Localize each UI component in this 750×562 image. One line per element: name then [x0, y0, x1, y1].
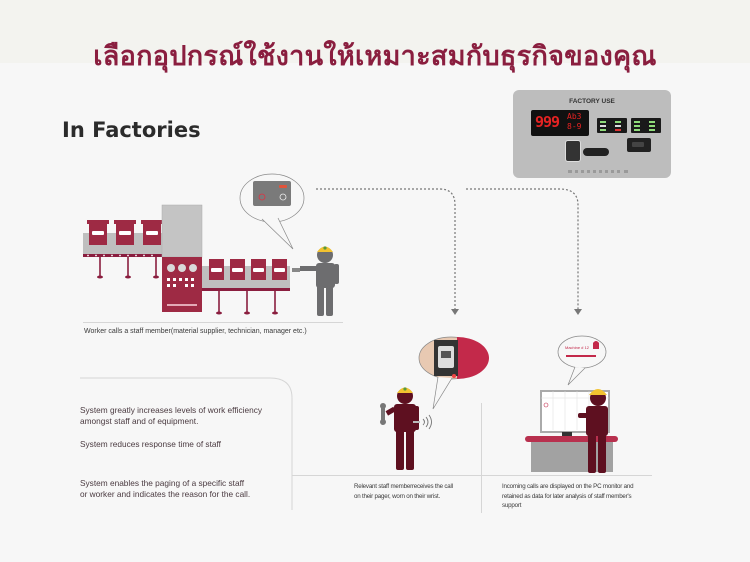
staff-figure — [385, 388, 419, 470]
steps-divider — [292, 475, 652, 476]
call-bubble — [239, 173, 305, 250]
display-main-number: 999 — [535, 113, 560, 131]
flow-arrow-to-pager — [316, 188, 456, 310]
benefit-item: System enables the paging of a specific … — [80, 478, 251, 499]
signal-waves-icon — [422, 414, 432, 430]
panel-dots — [568, 170, 628, 176]
benefits-frame — [80, 377, 293, 510]
indicator-panel-1 — [597, 118, 627, 133]
call-button-device — [627, 138, 651, 152]
pc-bubble — [557, 335, 607, 386]
wrist-strap — [583, 148, 609, 156]
header-band — [0, 0, 750, 63]
machine — [161, 204, 203, 312]
operator-helmet — [589, 389, 607, 395]
step-caption-pager: Relevant staff memberreceives the call o… — [354, 483, 453, 500]
pager-bubble — [418, 336, 489, 410]
step-caption-pc: Incoming calls are displayed on the PC m… — [502, 483, 634, 509]
col-divider — [481, 403, 482, 513]
product-panel: FACTORY USE 999 Ab3 8-9 — [513, 90, 671, 178]
worker-figure — [300, 247, 339, 316]
section-title: In Factories — [62, 118, 201, 142]
page-headline: เลือกอุปกรณ์ใช้งานให้เหมาะสมกับธุรกิจของ… — [93, 41, 657, 72]
indicator-panel-2 — [631, 118, 661, 133]
pc-bubble-text: Machine # 12 — [565, 345, 590, 350]
step1-divider — [83, 322, 343, 323]
main-display: 999 Ab3 8-9 — [531, 110, 589, 136]
wrist-pager-device — [565, 140, 581, 162]
display-bottom-code: 8-9 — [567, 122, 582, 131]
flow-arrow-to-pc — [466, 188, 579, 310]
display-top-code: Ab3 — [567, 112, 582, 121]
product-panel-label: FACTORY USE — [569, 98, 615, 105]
wrench-icon — [380, 403, 386, 425]
benefit-item: System reduces response time of staff — [80, 439, 221, 449]
benefit-item: System greatly increases levels of work … — [80, 405, 262, 426]
step-caption-worker-call: Worker calls a staff member(material sup… — [84, 328, 307, 335]
